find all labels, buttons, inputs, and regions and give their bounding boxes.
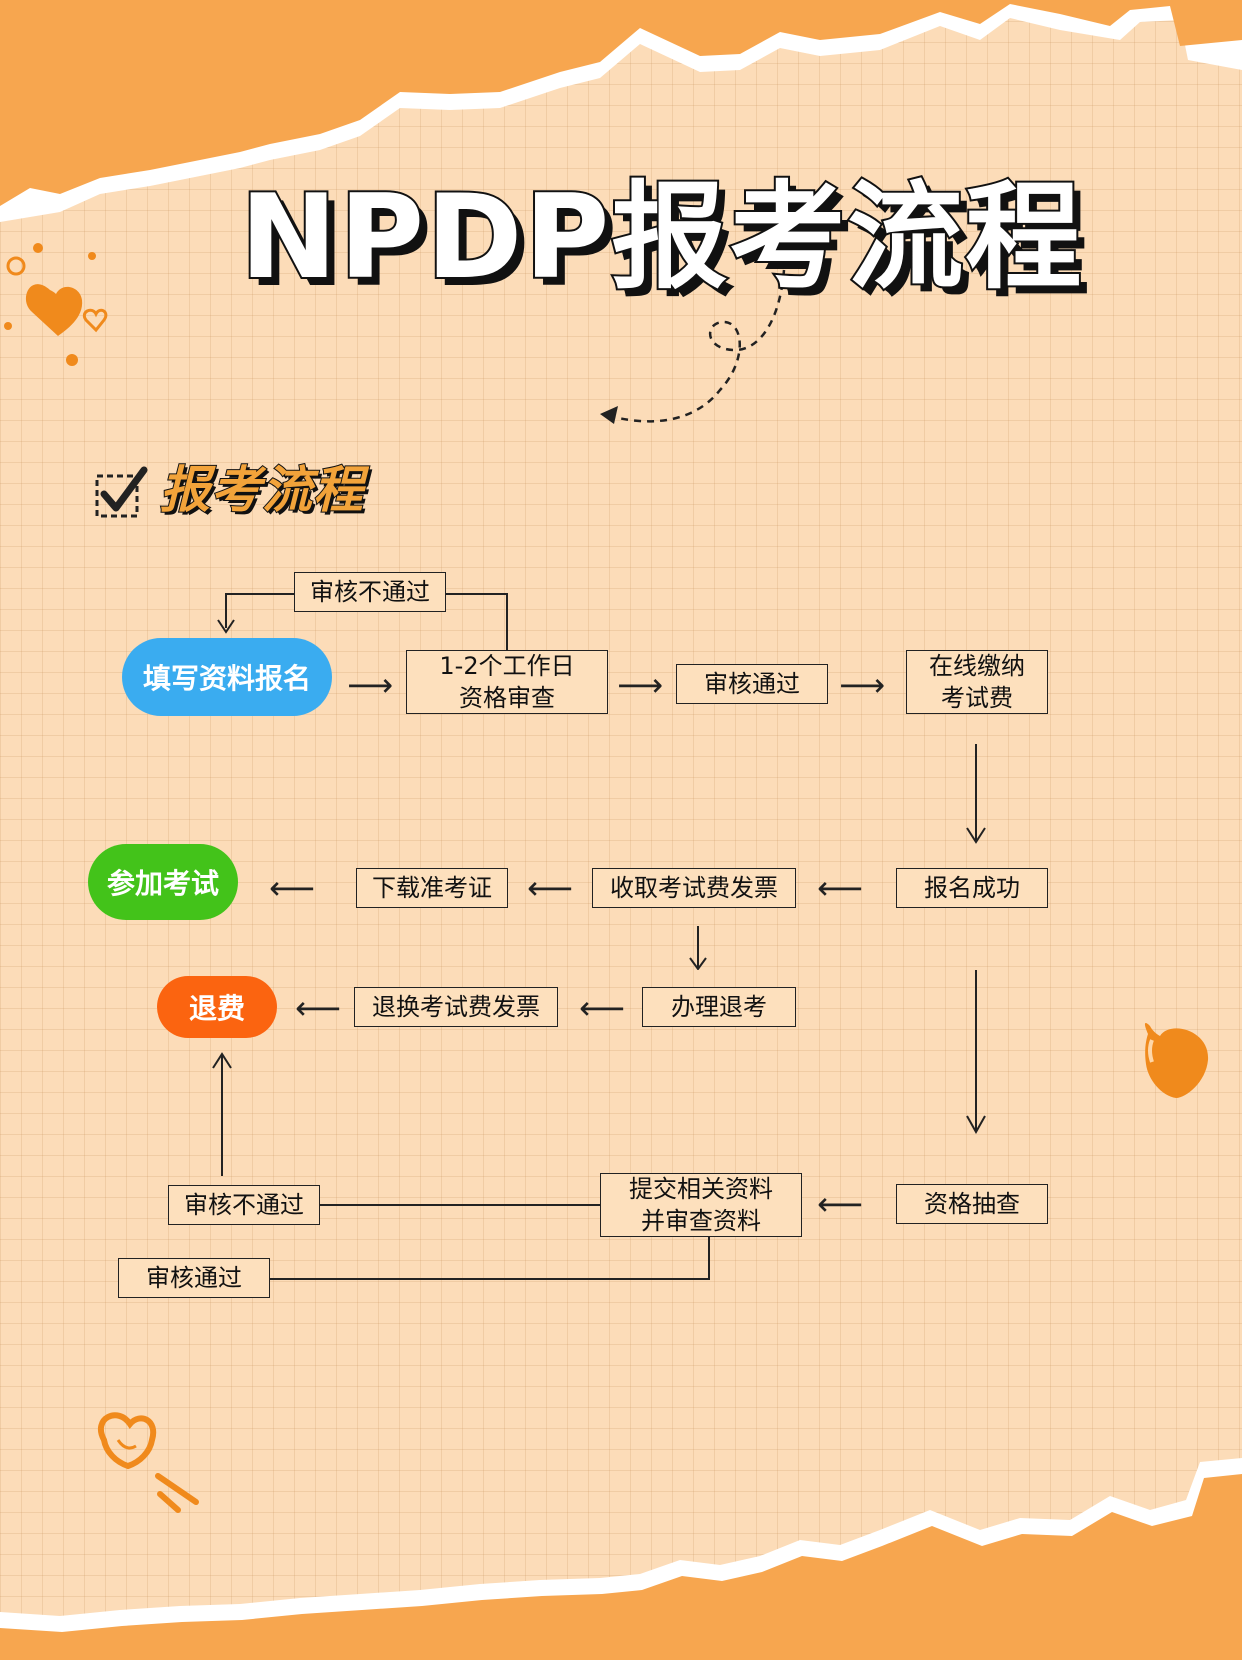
return-invoice-label: 退换考试费发票	[372, 993, 540, 1021]
invoice-label: 收取考试费发票	[610, 874, 778, 902]
dot	[33, 243, 43, 253]
review-line2: 资格审查	[459, 684, 555, 712]
arrow-head	[600, 406, 618, 424]
arrow-down	[966, 970, 986, 1134]
pay-line1: 在线缴纳	[929, 652, 1025, 680]
start-node: 填写资料报名	[122, 638, 332, 716]
small-heart-outline	[82, 308, 108, 333]
arrow-right: ⟶	[617, 666, 663, 704]
bottom-paper	[0, 1474, 1242, 1660]
loop-arrow-head	[217, 619, 235, 634]
withdraw-node: 办理退考	[642, 987, 796, 1027]
refund-label: 退费	[188, 992, 245, 1025]
dot	[66, 354, 78, 366]
submit-docs-node: 提交相关资料 并审查资料	[600, 1173, 802, 1237]
dot	[4, 322, 12, 330]
arrow-left: ⟵	[817, 869, 863, 907]
check-fail-node: 审核不通过	[168, 1185, 320, 1225]
loop-line	[446, 593, 508, 650]
heart-icon	[98, 1412, 157, 1470]
page-title: NPDP报考流程	[238, 168, 1084, 307]
loop-line	[225, 593, 294, 628]
signup-success-node: 报名成功	[896, 868, 1048, 908]
arrow-left: ⟵	[817, 1185, 863, 1223]
arrow-down	[966, 744, 986, 844]
heart-highlight	[116, 1439, 137, 1450]
check-fail-label: 审核不通过	[184, 1191, 304, 1219]
review-fail-top-label: 审核不通过	[310, 578, 430, 606]
check-pass-node: 审核通过	[118, 1258, 270, 1298]
section-title: 报考流程	[159, 460, 364, 520]
pay-node: 在线缴纳 考试费	[906, 650, 1048, 714]
speed-line	[155, 1473, 199, 1505]
download-ticket-node: 下载准考证	[356, 868, 508, 908]
arrow-left: ⟵	[579, 989, 625, 1027]
dot	[6, 256, 26, 276]
arrow-right: ⟶	[839, 666, 885, 704]
spot-check-label: 资格抽查	[924, 1190, 1020, 1218]
arrow-left: ⟵	[295, 989, 341, 1027]
arrow-left: ⟵	[269, 869, 315, 907]
arrow-left: ⟵	[527, 869, 573, 907]
review-fail-top: 审核不通过	[294, 572, 446, 612]
pay-line2: 考试费	[941, 684, 1013, 712]
return-invoice-node: 退换考试费发票	[354, 987, 558, 1027]
spot-check-node: 资格抽查	[896, 1184, 1048, 1224]
review-pass-node: 审核通过	[676, 664, 828, 704]
speed-line	[157, 1491, 181, 1513]
withdraw-label: 办理退考	[671, 993, 767, 1021]
checkbox-icon	[95, 466, 148, 518]
signup-success-label: 报名成功	[924, 874, 1020, 902]
refund-node: 退费	[157, 976, 277, 1038]
heart-highlight	[1148, 1039, 1154, 1063]
arrow-right: ⟶	[347, 666, 393, 704]
arrow-down	[689, 926, 707, 970]
download-ticket-label: 下载准考证	[372, 874, 492, 902]
heart-icon	[1144, 1023, 1209, 1098]
exam-node: 参加考试	[88, 844, 238, 920]
top-paper	[0, 0, 1242, 206]
dot	[88, 252, 96, 260]
review-node: 1-2个工作日 资格审查	[406, 650, 608, 714]
exam-label: 参加考试	[106, 867, 219, 900]
review-pass-label: 审核通过	[704, 670, 800, 698]
invoice-node: 收取考试费发票	[592, 868, 796, 908]
check-pass-label: 审核通过	[146, 1264, 242, 1292]
submit-line2: 并审查资料	[641, 1207, 761, 1235]
pass-connector	[270, 1236, 710, 1280]
arrow-up	[212, 1052, 232, 1176]
start-label: 填写资料报名	[142, 662, 311, 695]
submit-line1: 提交相关资料	[629, 1175, 773, 1203]
review-line1: 1-2个工作日	[439, 652, 575, 680]
heart-icon	[25, 284, 83, 336]
